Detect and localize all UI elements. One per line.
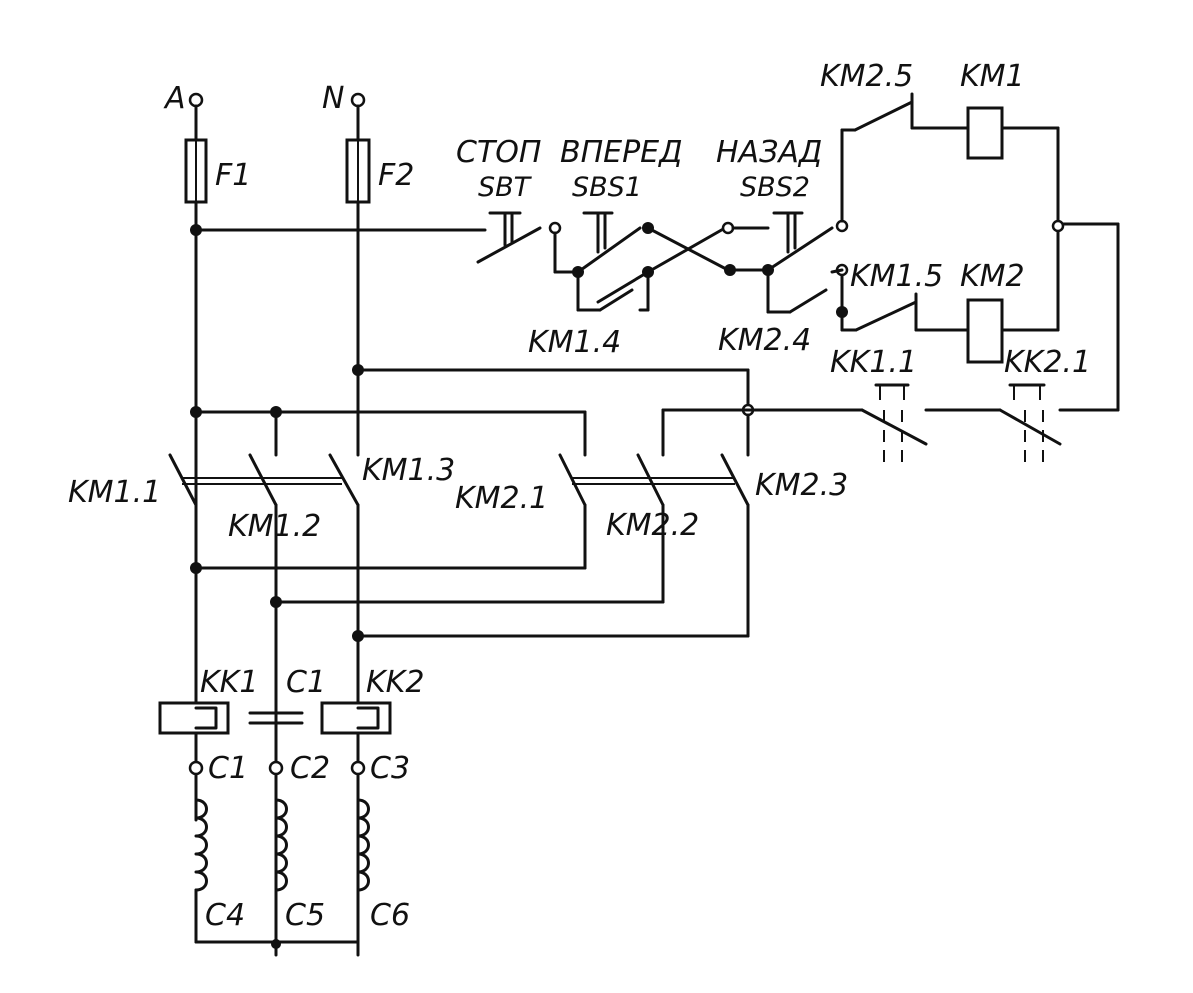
phase-terminal	[188, 92, 204, 108]
km2-4-label: KM2.4	[718, 323, 811, 358]
motor-terminal-c5-label: C5	[285, 898, 325, 933]
km1-5-label: KM1.5	[850, 259, 943, 294]
km1-main-contacts	[168, 453, 360, 507]
terminal-c2	[268, 760, 284, 776]
capacitor-c1	[248, 711, 304, 725]
km1-5-contact	[854, 300, 918, 332]
km2-3-label: KM2.3	[755, 468, 848, 503]
fuse-f2-label: F2	[378, 158, 414, 193]
capacitor-label: C1	[286, 665, 326, 700]
phase-label: A	[163, 81, 186, 116]
fuse-f1-label: F1	[215, 158, 251, 193]
km2-5-label: KM2.5	[820, 59, 913, 94]
km1-4-label: KM1.4	[528, 325, 621, 360]
km2-5-contact	[853, 100, 914, 132]
backward-button	[750, 211, 834, 272]
kk1-1-contact	[860, 383, 928, 465]
km2-2-label: KM2.2	[606, 508, 699, 543]
backward-code: SBS2	[740, 172, 810, 203]
winding-c1-c4	[194, 798, 208, 892]
forward-code: SBS1	[572, 172, 642, 203]
km1-2-label: KM1.2	[228, 509, 321, 544]
motor-terminal-c4-label: C4	[205, 898, 245, 933]
winding-c3-c6	[356, 798, 370, 892]
coil-km1	[966, 106, 1004, 160]
km1-coil-label: KM1	[960, 59, 1025, 94]
thermal-relay-kk1	[158, 701, 230, 735]
neutral-supply	[345, 92, 371, 457]
km1-3-label: KM1.3	[362, 453, 455, 488]
kk2-1-contact	[998, 383, 1062, 465]
kk2-label: KK2	[366, 665, 424, 700]
stop-code: SBT	[478, 172, 533, 203]
motor-terminal-c6-label: C6	[370, 898, 410, 933]
power-circuit	[158, 224, 750, 957]
motor-terminal-c1-label: C1	[208, 751, 248, 786]
kk1-label: KK1	[200, 665, 258, 700]
coil-km2	[966, 298, 1004, 364]
motor-terminal-c2-label: C2	[290, 751, 330, 786]
thermal-relay-kk2	[320, 701, 392, 735]
motor-terminal-c3-label: C3	[370, 751, 410, 786]
backward-title: НАЗАД	[716, 135, 822, 170]
km2-main-contacts	[558, 453, 750, 507]
forward-title: ВПЕРЕД	[560, 135, 683, 170]
kk1-1-label: KK1.1	[830, 345, 917, 380]
terminal-c3	[350, 760, 366, 776]
stop-button	[476, 211, 542, 264]
km2-4-contact	[766, 268, 844, 314]
control-circuit	[194, 92, 1120, 465]
terminal-c1	[188, 760, 204, 776]
neutral-terminal	[350, 92, 366, 108]
km1-1-label: KM1.1	[68, 475, 161, 510]
winding-c2-c5	[274, 798, 288, 892]
km2-1-label: KM2.1	[455, 481, 548, 516]
neutral-label: N	[322, 81, 344, 116]
stop-title: СТОП	[456, 135, 541, 170]
km1-4-contact	[576, 270, 650, 312]
km2-coil-label: KM2	[960, 259, 1025, 294]
forward-button	[576, 211, 650, 304]
kk2-1-label: KK2.1	[1004, 345, 1091, 380]
